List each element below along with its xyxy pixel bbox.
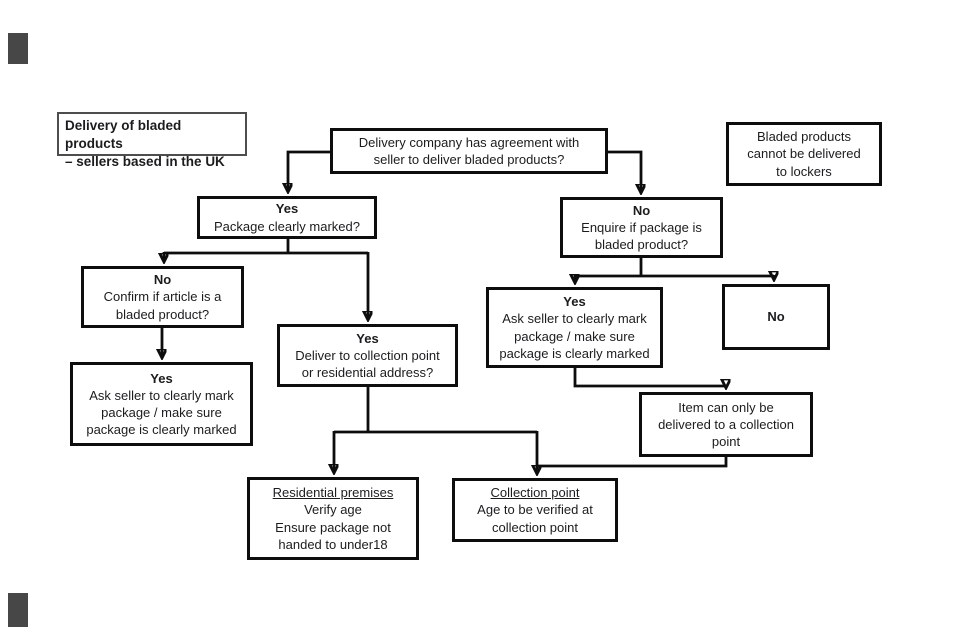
node-yes-ask-seller-right-head: Yes bbox=[563, 294, 586, 310]
node-yes-ask-seller-left-text: Ask seller to clearly mark package / mak… bbox=[86, 387, 237, 438]
node-no-enquire-text: Enquire if package is bladed product? bbox=[581, 219, 702, 253]
edge-rail-yes-marked bbox=[164, 238, 368, 255]
node-no-enquire: No Enquire if package is bladed product? bbox=[560, 197, 723, 258]
node-residential-premises-head: Residential premises bbox=[272, 485, 394, 501]
node-no-terminal-head: No bbox=[767, 309, 785, 325]
node-yes-ask-seller-right-text: Ask seller to clearly mark package / mak… bbox=[499, 311, 650, 361]
node-no-confirm-text: Confirm if article is a bladed product? bbox=[103, 289, 222, 322]
node-collection-point-text: Age to be verified at collection point bbox=[477, 502, 593, 535]
edge-yes-ask-right-collection-only bbox=[573, 367, 726, 387]
node-yes-package-marked: Yes Package clearly marked? bbox=[197, 196, 377, 239]
node-yes-package-marked-head: Yes bbox=[275, 201, 299, 217]
node-yes-deliver-text: Deliver to collection point or residenti… bbox=[295, 347, 440, 381]
node-yes-ask-seller-right: Yes Ask seller to clearly mark package /… bbox=[486, 287, 663, 368]
node-no-enquire-head: No bbox=[632, 202, 651, 218]
node-no-confirm-head: No bbox=[153, 272, 172, 288]
node-lockers-note: Bladed products cannot be delivered to l… bbox=[726, 122, 882, 186]
diagram-title: Delivery of bladed products – sellers ba… bbox=[57, 112, 247, 169]
edge-rail-yes-deliver bbox=[334, 386, 537, 434]
edge-collection-only-join bbox=[537, 456, 728, 468]
edge-agreement-no-enquire bbox=[608, 150, 641, 192]
page-edge-artifact-top bbox=[8, 33, 28, 64]
node-residential-premises-text: Verify age Ensure package not handed to … bbox=[275, 502, 391, 552]
node-no-confirm: No Confirm if article is a bladed produc… bbox=[81, 266, 244, 328]
node-yes-deliver-head: Yes bbox=[356, 330, 379, 346]
node-yes-ask-seller-left-head: Yes bbox=[150, 370, 173, 386]
node-no-terminal: No bbox=[722, 284, 830, 350]
node-yes-ask-seller-left: Yes Ask seller to clearly mark package /… bbox=[70, 362, 253, 446]
node-yes-deliver: Yes Deliver to collection point or resid… bbox=[277, 324, 458, 387]
node-collection-point-head: Collection point bbox=[490, 485, 580, 501]
node-yes-package-marked-text: Package clearly marked? bbox=[214, 218, 360, 234]
edge-agreement-yes-marked bbox=[288, 150, 330, 191]
node-residential-premises: Residential premises Verify age Ensure p… bbox=[247, 477, 419, 560]
node-agreement-text: Delivery company has agreement with sell… bbox=[358, 134, 580, 167]
node-collection-only: Item can only be delivered to a collecti… bbox=[639, 392, 813, 457]
node-collection-point: Collection point Age to be verified at c… bbox=[452, 478, 618, 542]
node-collection-only-text: Item can only be delivered to a collecti… bbox=[658, 399, 794, 450]
node-lockers-note-text: Bladed products cannot be delivered to l… bbox=[747, 129, 861, 179]
edge-rail-no-enquire bbox=[575, 258, 774, 278]
node-agreement: Delivery company has agreement with sell… bbox=[330, 128, 608, 174]
page-edge-artifact-bottom bbox=[8, 593, 28, 627]
